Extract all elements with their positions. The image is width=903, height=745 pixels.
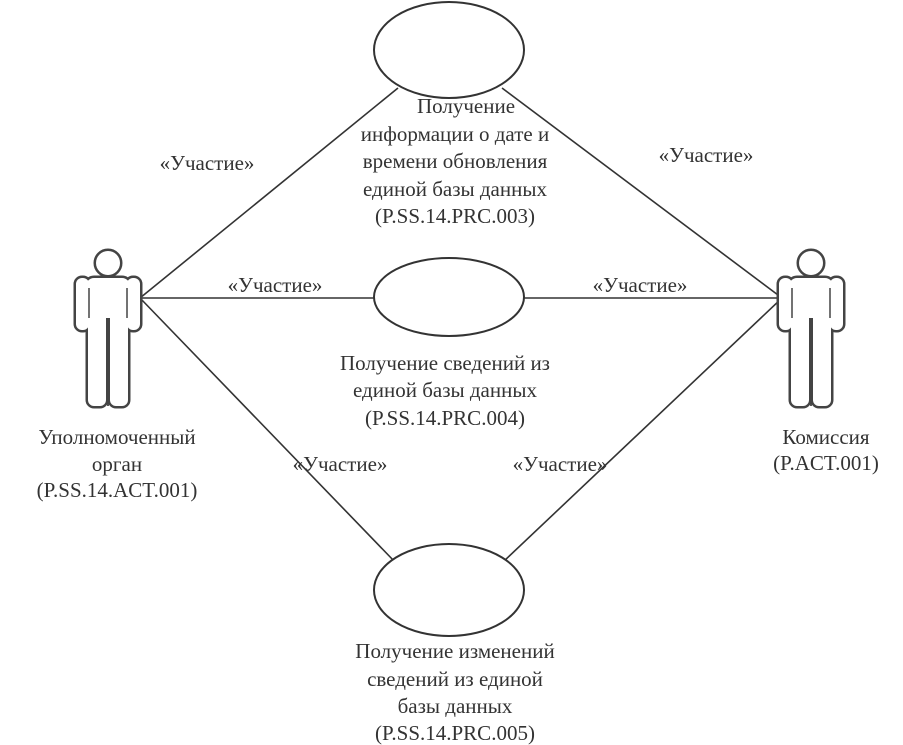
use-case-ellipse-003[interactable] [373, 1, 525, 99]
association-left-top [139, 87, 399, 299]
association-label: «Участие» [228, 273, 323, 297]
svg-text:Комиссия: Комиссия [782, 425, 869, 449]
use-case-label-005: Получение изменений сведений из единой б… [355, 639, 554, 745]
use-case-ellipse-004[interactable] [373, 257, 525, 337]
svg-text:времени обновления: времени обновления [363, 149, 548, 173]
use-case-label-003: Получение информации о дате и времени об… [361, 94, 549, 228]
association-right-top [501, 87, 783, 299]
association-label: «Участие» [293, 452, 388, 476]
svg-text:Уполномоченный: Уполномоченный [38, 425, 195, 449]
svg-text:(P.SS.14.PRC.005): (P.SS.14.PRC.005) [375, 721, 535, 745]
svg-text:(P.SS.14.PRC.004): (P.SS.14.PRC.004) [365, 406, 525, 430]
svg-text:сведений из единой: сведений из единой [367, 667, 543, 691]
svg-text:информации о дате и: информации о дате и [361, 122, 549, 146]
svg-text:(P.SS.14.ACT.001): (P.SS.14.ACT.001) [37, 478, 198, 502]
actor-left-label: Уполномоченный орган (P.SS.14.ACT.001) [37, 425, 198, 502]
association-label: «Участие» [593, 273, 688, 297]
svg-text:Получение изменений: Получение изменений [355, 639, 554, 663]
use-case-label-004: Получение сведений из единой базы данных… [340, 351, 550, 430]
svg-text:базы данных: базы данных [398, 694, 513, 718]
actor-right-icon[interactable] [779, 251, 843, 406]
use-case-ellipse-005[interactable] [373, 543, 525, 637]
svg-text:Получение: Получение [417, 94, 515, 118]
association-left-bottom [139, 297, 396, 563]
svg-text:(P.SS.14.PRC.003): (P.SS.14.PRC.003) [375, 204, 535, 228]
actor-left-icon[interactable] [76, 251, 140, 406]
association-label: «Участие» [160, 151, 255, 175]
svg-text:Получение сведений из: Получение сведений из [340, 351, 550, 375]
actor-right-label: Комиссия (P.ACT.001) [773, 425, 879, 475]
svg-text:единой базы данных: единой базы данных [353, 378, 537, 402]
association-label: «Участие» [659, 143, 754, 167]
svg-text:(P.ACT.001): (P.ACT.001) [773, 451, 879, 475]
association-right-bottom [502, 297, 783, 563]
svg-text:единой базы данных: единой базы данных [363, 177, 547, 201]
association-label: «Участие» [513, 452, 608, 476]
svg-text:орган: орган [92, 452, 142, 476]
